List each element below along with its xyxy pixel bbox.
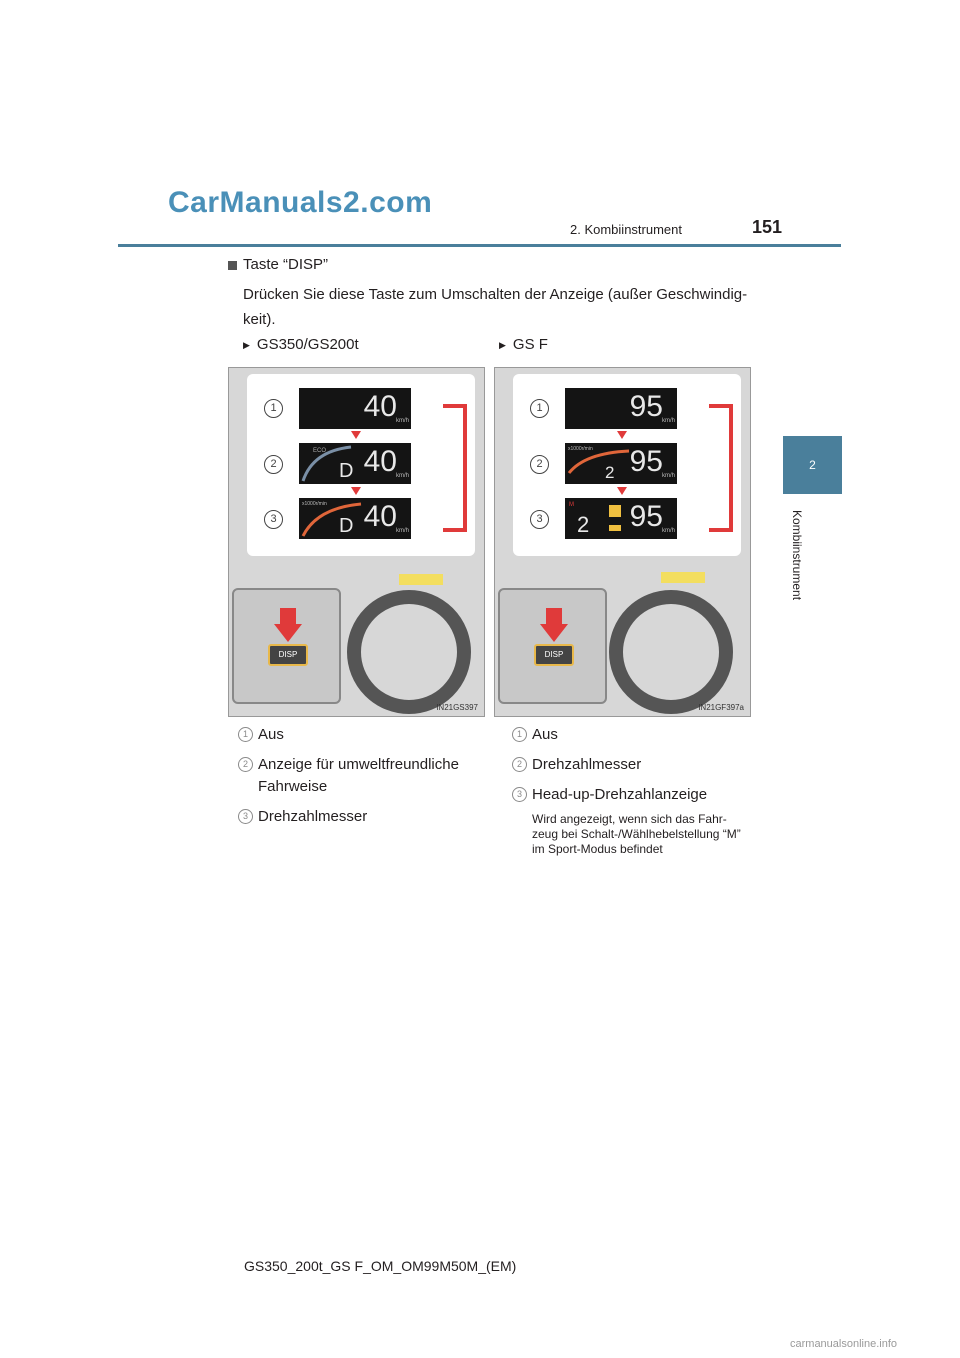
display-callout: 1 2 3 95 km/h x1000r/min 2 95 km/h M 2 9… [513, 374, 741, 556]
cycle-arrow-icon [443, 404, 467, 532]
callout-number-3: 3 [264, 510, 283, 529]
legend-item: 2 Drehzahlmesser [512, 754, 752, 776]
legend-number: 3 [238, 809, 253, 824]
callout-number-2: 2 [530, 455, 549, 474]
square-bullet-icon [228, 260, 237, 270]
button-inset: DISP [498, 588, 607, 704]
legend-number: 2 [238, 757, 253, 772]
legend-item: 3 Head-up-Drehzahlanzeige [512, 784, 752, 806]
speed-unit: km/h [395, 473, 409, 479]
callout-number-3: 3 [530, 510, 549, 529]
disp-button[interactable]: DISP [268, 644, 308, 666]
speed-value: 40 [363, 445, 397, 478]
callout-number-1: 1 [264, 399, 283, 418]
legend-left: 1 Aus 2 Anzeige für umweltfreundliche Fa… [238, 724, 478, 836]
manual-mode-mark: M [569, 502, 574, 508]
speed-unit: km/h [661, 473, 675, 479]
rpm-indicator-lamp [609, 505, 621, 517]
down-arrow-icon [351, 487, 361, 495]
legend-note: Wird angezeigt, wenn sich das Fahr-zeug … [532, 812, 741, 856]
eco-mark: ECO [313, 448, 327, 454]
column-label-text: GS350/GS200t [256, 336, 359, 353]
header-rule [118, 244, 841, 247]
rpm-scale-label: x1000r/min [302, 501, 327, 507]
legend-text: Drehzahlmesser [532, 756, 642, 773]
speed-value: 40 [363, 390, 397, 423]
down-arrow-icon [617, 431, 627, 439]
steering-wheel-icon [609, 590, 733, 714]
rpm-indicator-bar [609, 525, 621, 531]
hud-screen-off: 95 km/h [565, 388, 677, 429]
speed-value: 95 [629, 500, 663, 533]
speed-value: 95 [629, 445, 663, 478]
hud-screen-off: 40 km/h [299, 388, 411, 429]
illustration-gs350: 1 2 3 40 km/h ECO D 40 km/h x1000r/min D… [228, 367, 485, 717]
eco-arc-icon [301, 445, 352, 482]
hud-screen-rpm-indicator: M 2 95 km/h [565, 498, 677, 539]
legend-number: 1 [512, 727, 527, 742]
column-label-left: ▶ GS350/GS200t [243, 336, 359, 353]
figure-code: IN21GS397 [436, 703, 478, 712]
button-inset: DISP [232, 588, 341, 704]
down-arrow-icon [617, 487, 627, 495]
column-label-right: ▶ GS F [499, 336, 548, 353]
callout-number-1: 1 [530, 399, 549, 418]
press-arrow-icon [540, 608, 568, 642]
gear-indicator: D [339, 515, 354, 537]
rpm-scale-label: x1000r/min [568, 446, 593, 452]
disp-button[interactable]: DISP [534, 644, 574, 666]
tachometer-arc-icon [301, 502, 362, 537]
triangle-bullet-icon: ▶ [243, 339, 250, 350]
triangle-bullet-icon: ▶ [499, 339, 506, 350]
cycle-arrow-icon [709, 404, 733, 532]
legend-item: 1 Aus [238, 724, 478, 746]
chapter-tab[interactable]: 2 [783, 436, 842, 494]
legend-text: Aus [532, 726, 558, 743]
legend-text: Drehzahlmesser [258, 808, 368, 825]
figure-code: IN21GF397a [698, 703, 744, 712]
legend-number: 3 [512, 787, 527, 802]
hud-screen-eco: ECO D 40 km/h [299, 443, 411, 484]
section-title: Taste “DISP” [228, 256, 328, 273]
down-arrow-icon [351, 431, 361, 439]
illustration-gsf: 1 2 3 95 km/h x1000r/min 2 95 km/h M 2 9… [494, 367, 751, 717]
hud-screen-tachometer: x1000r/min 2 95 km/h [565, 443, 677, 484]
legend-right: 1 Aus 2 Drehzahlmesser 3 Head-up-Drehzah… [512, 724, 752, 857]
hud-projection-area [661, 572, 705, 583]
legend-number: 1 [238, 727, 253, 742]
section-body: Drücken Sie diese Taste zum Umschalten d… [243, 286, 748, 328]
press-arrow-icon [274, 608, 302, 642]
speed-unit: km/h [661, 418, 675, 424]
legend-item: 1 Aus [512, 724, 752, 746]
speed-value: 40 [363, 500, 397, 533]
speed-unit: km/h [395, 528, 409, 534]
section-title-text: Taste “DISP” [243, 256, 329, 273]
steering-wheel-icon [347, 590, 471, 714]
chapter-title-vertical: Kombiinstrument [790, 510, 804, 601]
legend-text: Head-up-Drehzahlanzeige [532, 786, 708, 803]
gear-indicator: 2 [577, 512, 590, 537]
callout-number-2: 2 [264, 455, 283, 474]
watermark-logo: CarManuals2.com [168, 186, 433, 219]
page-number: 151 [752, 217, 783, 237]
legend-text: Aus [258, 726, 284, 743]
display-callout: 1 2 3 40 km/h ECO D 40 km/h x1000r/min D… [247, 374, 475, 556]
document-code-footer: GS350_200t_GS F_OM_OM99M50M_(EM) [244, 1258, 517, 1274]
running-head: 2. Kombiinstrument [570, 222, 682, 237]
legend-number: 2 [512, 757, 527, 772]
gear-indicator: D [339, 460, 354, 482]
hud-projection-area [399, 574, 443, 585]
legend-item: 2 Anzeige für umweltfreundliche Fahrweis… [238, 754, 478, 798]
speed-unit: km/h [661, 528, 675, 534]
bottom-watermark: carmanualsonline.info [790, 1338, 898, 1350]
hud-screen-tachometer: x1000r/min D 40 km/h [299, 498, 411, 539]
legend-item: 3 Drehzahlmesser [238, 806, 478, 828]
legend-text: Anzeige für umweltfreundliche Fahrweise [258, 756, 459, 795]
column-label-text: GS F [512, 336, 548, 353]
speed-unit: km/h [395, 418, 409, 424]
tachometer-arc-icon [567, 449, 630, 474]
speed-value: 95 [629, 390, 663, 423]
gear-indicator: 2 [605, 463, 615, 482]
